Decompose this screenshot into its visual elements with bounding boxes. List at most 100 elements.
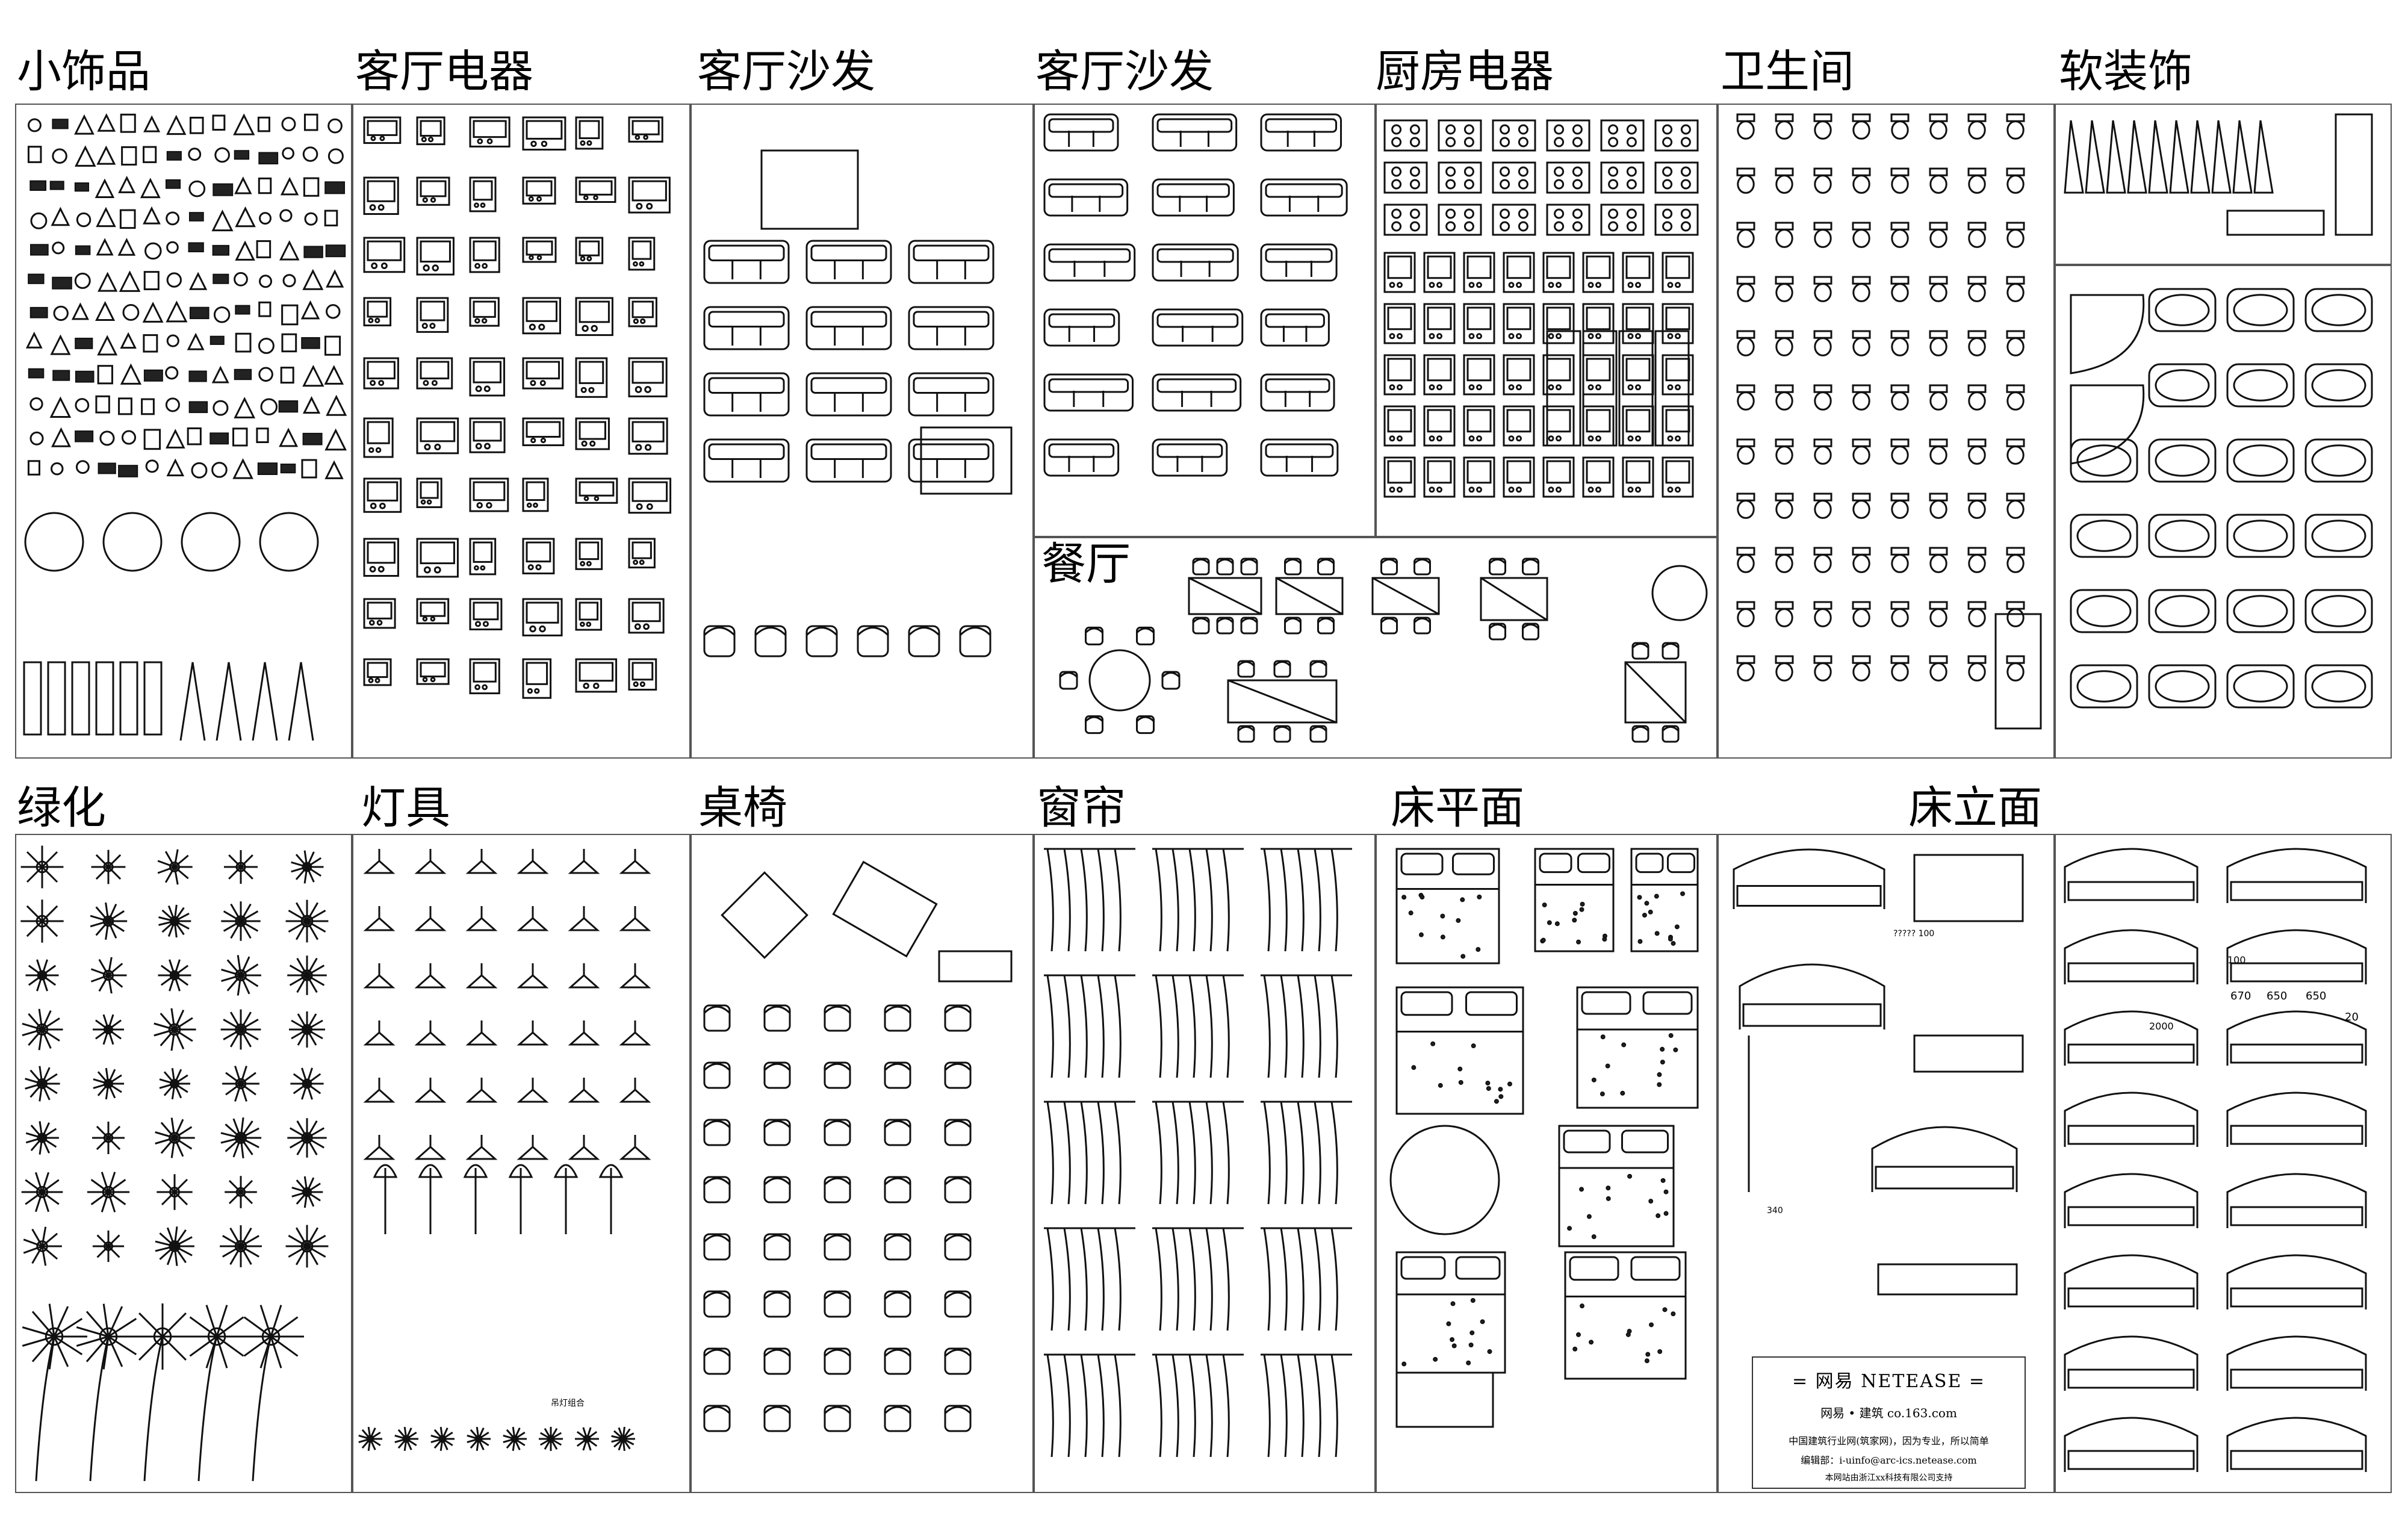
chair-symbol [1273,660,1291,666]
decor-symbol [234,272,248,287]
toilet-symbol [1814,554,1832,573]
appliance-symbol [482,684,488,691]
bed-plan-symbol [1602,936,1607,942]
category-dining-room: 餐厅 [1041,538,1131,590]
plant-symbol [22,1008,63,1051]
appliance-symbol [1476,282,1482,288]
toilet-symbol [1890,222,1910,231]
curtain-symbol [1188,848,1196,952]
decor-symbol [301,337,320,349]
appliance-symbol [635,386,642,393]
appliance-symbol [483,385,491,393]
chair-symbol [1273,725,1291,731]
lamp-symbol [414,1031,447,1046]
decor-symbol [96,238,114,256]
bed-plan-symbol [1486,1085,1491,1091]
sofa-symbol [1156,248,1234,263]
toilet-symbol [2006,229,2025,248]
bench-elevation-symbol [1913,1034,2024,1073]
bed-plan-symbol [1458,1079,1463,1085]
panel-bed-elevation-1 [1718,834,2055,1493]
appliance-symbol [474,621,482,627]
decor-symbol [302,146,318,162]
chair-symbol [944,1406,972,1414]
appliance-symbol [1389,282,1395,288]
appliance-symbol [575,538,603,570]
stove-symbol [1383,161,1428,194]
chair-symbol [944,1291,972,1300]
bed-plan-symbol [1576,939,1581,945]
curtain-symbol [1171,848,1179,952]
toilet-symbol [1813,113,1832,122]
lamp-symbol [465,1145,498,1160]
toilet-symbol [1929,167,1948,176]
toilet-symbol [1775,608,1793,627]
appliance-symbol [1508,486,1515,493]
appliance-symbol [628,116,663,143]
appliance-symbol [473,300,496,318]
toilet-symbol [1852,554,1870,573]
bed-plan-symbol [1507,1081,1512,1087]
appliance-symbol [378,380,385,387]
appliance-symbol [469,598,503,630]
decor-symbol [122,304,140,321]
appliance-symbol [1508,384,1515,391]
stove-symbol [1383,203,1428,236]
appliance-symbol [579,421,606,440]
toilet-symbol [1929,554,1947,573]
chair-symbol [703,1119,731,1146]
stove-symbol [1500,208,1510,219]
decor-symbol [143,334,158,353]
appliance-symbol [575,477,618,504]
bed-elevation-symbol [2226,848,2367,903]
toilet-symbol [2006,655,2025,664]
appliance-symbol [368,447,374,453]
curtain-symbol [1046,848,1054,952]
appliance-symbol [1587,333,1594,340]
stove-symbol [1572,179,1583,190]
toilet-symbol [1737,446,1755,465]
stove-symbol [1445,208,1456,219]
toilet-symbol [1814,283,1832,302]
chair-symbol [1413,617,1431,623]
sofa-symbol [1043,243,1136,282]
plant-symbol [224,850,258,884]
stove-symbol [1680,124,1691,135]
appliance-symbol [1542,252,1575,293]
bed-plan-symbol [1558,1125,1675,1247]
appliance-symbol [586,140,592,146]
lamp-symbol [414,1088,447,1103]
category-bed-elevation: 床立面 [1908,782,2042,834]
bed-plan-symbol [1440,913,1445,919]
toilet-symbol [1929,547,1948,556]
stove-symbol [1518,124,1528,135]
bed-elevation-symbol [2230,1206,2363,1226]
clothing-symbol [2253,120,2274,194]
appliance-symbol [1516,486,1522,493]
decor-symbol [234,397,256,418]
curtain-symbol [1155,1101,1162,1205]
toilet-symbol [1890,167,1910,176]
decor-symbol [303,246,323,258]
appliance-symbol [1503,456,1535,498]
bed-plan-symbol [1663,1189,1669,1194]
appliance-symbol [1397,486,1403,493]
chair-symbol [754,625,787,657]
plant-symbol [290,1067,324,1100]
stove-symbol [1500,166,1510,177]
curtain-symbol [1205,1228,1213,1331]
toilet-symbol [1852,608,1870,627]
appliance-symbol [530,140,537,148]
sofa-symbol [810,244,887,261]
bathtub-symbol [2148,288,2217,332]
appliance-symbol [526,361,560,380]
bed-plan-symbol [1494,1099,1499,1104]
decor-symbol [258,301,272,317]
toilet-symbol [1813,655,1832,664]
sofa-symbol [1260,373,1335,412]
curtain-symbol [1222,1101,1230,1205]
chair-symbol [857,625,889,657]
stove-symbol [1626,166,1637,177]
bed-plan-symbol [1466,1360,1471,1365]
bed-plan-symbol [1401,1361,1407,1367]
